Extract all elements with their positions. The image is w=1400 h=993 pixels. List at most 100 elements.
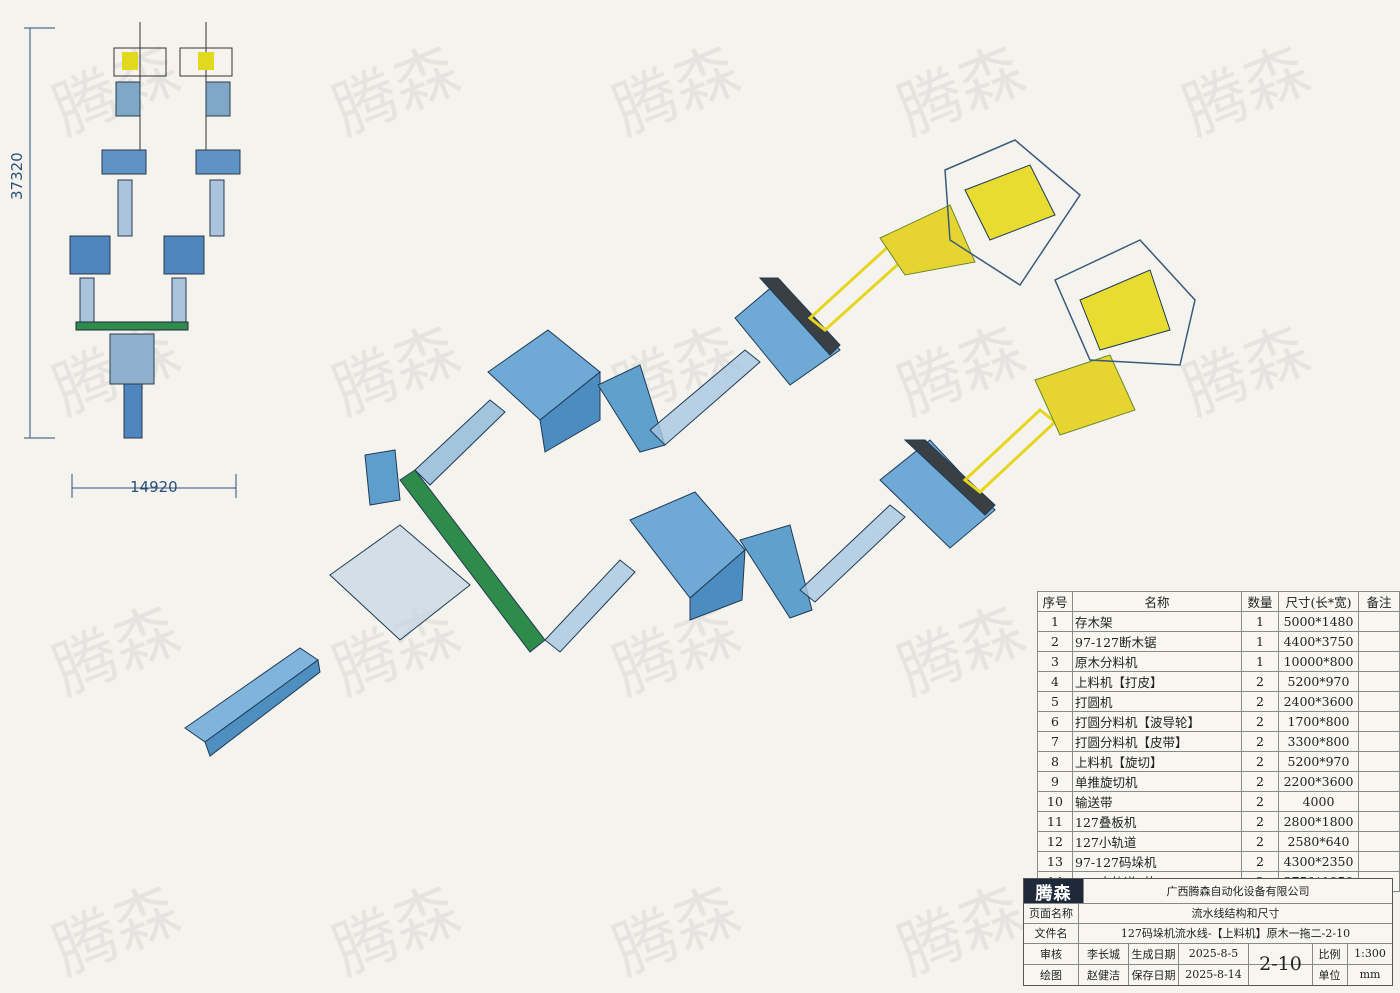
bom-cell-name: 存木架	[1072, 611, 1242, 632]
plan-view	[69, 22, 241, 439]
bom-cell-size: 3300*800	[1278, 731, 1359, 752]
created-date: 2025-8-5	[1179, 943, 1249, 964]
drawer: 赵健洁	[1079, 964, 1129, 985]
bom-cell-size: 2580*640	[1278, 831, 1359, 852]
bom-cell-no: 8	[1037, 751, 1073, 772]
bom-cell-name: 原木分料机	[1072, 651, 1242, 672]
bom-cell-no: 5	[1037, 691, 1073, 712]
page-name: 流水线结构和尺寸	[1191, 907, 1280, 920]
bom-cell-no: 2	[1037, 631, 1073, 652]
bom-cell-no: 10	[1037, 791, 1073, 812]
file-name: 127码垛机流水线-【上料机】原木一拖二-2-10	[1120, 927, 1351, 940]
bom-cell-note	[1358, 671, 1400, 692]
bom-cell-no: 13	[1037, 851, 1073, 872]
unit-label: 单位	[1312, 964, 1348, 985]
bom-cell-size: 2400*3600	[1278, 691, 1359, 712]
width-dimension-label: 14920	[130, 478, 178, 496]
bom-cell-qty: 2	[1241, 751, 1279, 772]
bom-cell-note	[1358, 711, 1400, 732]
company-name: 广西腾森自动化设备有限公司	[1166, 885, 1310, 898]
draw-label: 绘图	[1024, 964, 1079, 985]
bom-cell-qty: 2	[1241, 851, 1279, 872]
dimension-lines	[24, 27, 237, 498]
scale-value: 1:300	[1354, 947, 1386, 960]
bom-cell-note	[1358, 691, 1400, 712]
isometric-view	[184, 139, 1196, 757]
bom-cell-qty: 2	[1241, 671, 1279, 692]
bom-header-name: 名称	[1072, 591, 1242, 612]
bom-cell-qty: 2	[1241, 811, 1279, 832]
bom-cell-size: 2800*1800	[1278, 811, 1359, 832]
bom-cell-note	[1358, 811, 1400, 832]
file-name-label: 文件名	[1024, 923, 1079, 943]
bom-cell-name: 97-127码垛机	[1072, 851, 1242, 872]
bom-cell-note	[1358, 651, 1400, 672]
bom-cell-name: 97-127断木锯	[1072, 631, 1242, 652]
reviewer: 李长城	[1079, 943, 1129, 964]
bom-cell-qty: 2	[1241, 831, 1279, 852]
bom-cell-name: 打圆分料机【皮带】	[1072, 731, 1242, 752]
created-label: 生成日期	[1129, 943, 1179, 964]
company-logo: 腾森	[1024, 879, 1084, 904]
bom-cell-name: 上料机【打皮】	[1072, 671, 1242, 692]
bom-cell-qty: 2	[1241, 711, 1279, 732]
bom-header-row: 序号 名称 数量 尺寸(长*宽) 备注	[1037, 591, 1400, 612]
bom-cell-qty: 1	[1241, 651, 1279, 672]
bom-cell-name: 打圆分料机【波导轮】	[1072, 711, 1242, 732]
bom-cell-qty: 2	[1241, 771, 1279, 792]
bom-cell-qty: 2	[1241, 691, 1279, 712]
bom-cell-qty: 2	[1241, 731, 1279, 752]
bom-cell-size: 1700*800	[1278, 711, 1359, 732]
bom-cell-no: 6	[1037, 711, 1073, 732]
bom-cell-no: 12	[1037, 831, 1073, 852]
height-dimension-label: 37320	[8, 152, 26, 200]
bom-cell-size: 10000*800	[1278, 651, 1359, 672]
bom-cell-note	[1358, 631, 1400, 652]
bom-cell-name: 输送带	[1072, 791, 1242, 812]
bom-cell-note	[1358, 751, 1400, 772]
bom-cell-note	[1358, 771, 1400, 792]
bom-cell-name: 打圆机	[1072, 691, 1242, 712]
bom-cell-size: 2200*3600	[1278, 771, 1359, 792]
bom-header-size: 尺寸(长*宽)	[1278, 591, 1359, 612]
bom-header-note: 备注	[1358, 591, 1400, 612]
title-block: 腾森 广西腾森自动化设备有限公司 页面名称 流水线结构和尺寸 文件名 127码垛…	[1023, 878, 1393, 986]
bom-cell-note	[1358, 791, 1400, 812]
bom-cell-name: 上料机【旋切】	[1072, 751, 1242, 772]
bom-cell-note	[1358, 611, 1400, 632]
bom-header-qty: 数量	[1241, 591, 1279, 612]
saved-label: 保存日期	[1129, 964, 1179, 985]
bom-cell-no: 7	[1037, 731, 1073, 752]
bom-header-no: 序号	[1037, 591, 1073, 612]
sheet-number: 2-10	[1249, 943, 1313, 985]
review-label: 审核	[1024, 943, 1079, 964]
bom-cell-size: 4400*3750	[1278, 631, 1359, 652]
bom-cell-size: 4300*2350	[1278, 851, 1359, 872]
saved-date: 2025-8-14	[1179, 964, 1249, 985]
bom-cell-no: 1	[1037, 611, 1073, 632]
bom-cell-note	[1358, 831, 1400, 852]
bom-cell-no: 9	[1037, 771, 1073, 792]
bom-cell-name: 127小轨道	[1072, 831, 1242, 852]
bom-cell-note	[1358, 851, 1400, 872]
bom-cell-qty: 1	[1241, 631, 1279, 652]
bom-cell-note	[1358, 731, 1400, 752]
bom-cell-size: 4000	[1278, 791, 1359, 812]
bom-cell-name: 单推旋切机	[1072, 771, 1242, 792]
bom-cell-name: 127叠板机	[1072, 811, 1242, 832]
bom-cell-no: 4	[1037, 671, 1073, 692]
